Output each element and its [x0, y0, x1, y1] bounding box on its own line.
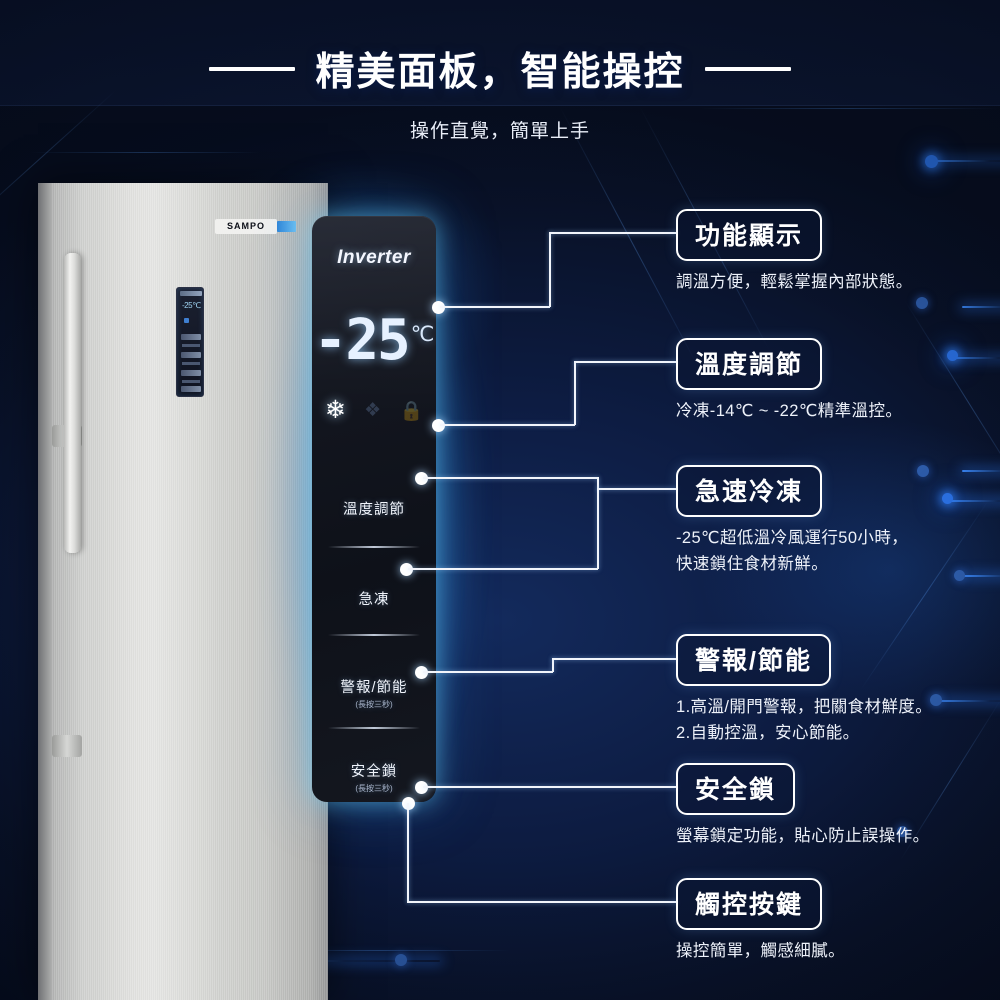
door-panel-key-sub: [182, 362, 200, 365]
connector-dot: [415, 472, 428, 485]
title-rule-right: [704, 67, 791, 72]
connector-segment: [440, 424, 575, 426]
connector-segment: [408, 568, 598, 570]
callout-alarm-eco: 警報/節能 1.高溫/開門警報，把關食材鮮度。 2.自動控溫，安心節能。: [676, 634, 932, 746]
callout-title[interactable]: 安全鎖: [676, 763, 796, 815]
connector-segment: [440, 306, 550, 308]
door-panel-key[interactable]: [181, 386, 201, 392]
door-panel-indicator: [184, 318, 189, 323]
panel-button-label: 溫度調節: [343, 502, 405, 518]
connector-dot: [415, 666, 428, 679]
callout-line: 快速鎖住食材新鮮。: [676, 554, 829, 573]
connector-segment: [597, 489, 599, 569]
fan-icon: ❖: [364, 400, 382, 421]
connector-dot: [400, 563, 413, 576]
callout-description: 調溫方便，輕鬆掌握內部狀態。: [676, 270, 913, 296]
callout-line: 螢幕鎖定功能，貼心防止誤操作。: [676, 827, 930, 845]
door-handle[interactable]: [64, 253, 81, 553]
panel-button-label: 急凍: [358, 592, 390, 608]
callout-quick-freeze: 急速冷凍 -25℃超低溫冷風運行50小時， 快速鎖住食材新鮮。: [676, 465, 908, 577]
brand-logo: SAMPO: [215, 219, 277, 234]
door-panel-temperature: -25℃: [182, 301, 201, 310]
connector-dot: [432, 301, 445, 314]
door-panel-brand-strip: [180, 291, 202, 296]
title-rule-left: [209, 67, 296, 72]
door-control-panel[interactable]: -25℃: [176, 287, 204, 397]
control-panel[interactable]: Inverter -25℃ ❄ ❖ 🔒 溫度調節 急凍 警報/節能 (長按三秒)…: [312, 216, 436, 802]
connector-segment: [407, 901, 677, 903]
connector-segment: [574, 361, 677, 363]
callout-description: -25℃超低溫冷風運行50小時， 快速鎖住食材新鮮。: [676, 526, 908, 577]
panel-button-label: 警報/節能: [340, 680, 408, 696]
callout-line: 操控簡單，觸感細膩。: [676, 942, 845, 960]
door-panel-key-sub: [182, 344, 200, 347]
connector-segment: [423, 671, 553, 673]
page-title: 精美面板，智能操控: [315, 51, 685, 94]
temperature-unit: ℃: [410, 323, 435, 346]
panel-divider: [328, 634, 420, 636]
callout-description: 1.高溫/開門警報，把關食材鮮度。 2.自動控溫，安心節能。: [676, 695, 932, 746]
connector-segment: [552, 658, 554, 672]
panel-button-sublabel: (長按三秒): [355, 784, 393, 793]
panel-button-alarm-eco[interactable]: 警報/節能 (長按三秒): [312, 676, 436, 710]
temperature-display: -25℃: [312, 308, 436, 373]
connector-segment: [549, 232, 677, 234]
connector-dot: [415, 781, 428, 794]
door-panel-key[interactable]: [181, 370, 201, 376]
status-icon-row: ❄ ❖ 🔒: [312, 398, 436, 423]
door-panel-key[interactable]: [181, 352, 201, 358]
callout-description: 螢幕鎖定功能，貼心防止誤操作。: [676, 824, 930, 850]
freezer-body: [38, 183, 328, 1000]
callout-title[interactable]: 觸控按鍵: [676, 878, 823, 930]
callout-title[interactable]: 溫度調節: [676, 338, 823, 390]
callout-safety-lock: 安全鎖 螢幕鎖定功能，貼心防止誤操作。: [676, 763, 930, 850]
lock-icon: 🔒: [399, 400, 424, 422]
callout-touch-buttons: 觸控按鍵 操控簡單，觸感細膩。: [676, 878, 845, 965]
callout-function-display: 功能顯示 調溫方便，輕鬆掌握內部狀態。: [676, 209, 913, 296]
connector-dot: [432, 419, 445, 432]
door-panel-key[interactable]: [181, 334, 201, 340]
connector-segment: [597, 477, 599, 489]
panel-button-sublabel: (長按三秒): [355, 700, 393, 709]
panel-button-safety-lock[interactable]: 安全鎖 (長按三秒): [312, 760, 436, 794]
connector-segment: [549, 232, 551, 307]
handle-bracket-bottom: [52, 735, 82, 757]
callout-description: 冷凍-14℃ ~ -22℃精準溫控。: [676, 399, 902, 425]
connector-segment: [423, 477, 598, 479]
connector-segment: [597, 488, 677, 490]
connector-segment: [407, 803, 409, 902]
callout-line: -25℃超低溫冷風運行50小時，: [676, 529, 909, 547]
connector-segment: [574, 361, 576, 425]
door-panel-key-sub: [182, 380, 200, 383]
callout-line: 冷凍-14℃ ~ -22℃精準溫控。: [676, 402, 903, 420]
inverter-logo: Inverter: [337, 247, 411, 268]
callout-description: 操控簡單，觸感細膩。: [676, 939, 845, 965]
temperature-value: -25: [313, 308, 411, 373]
callout-title[interactable]: 警報/節能: [676, 634, 831, 686]
callout-line: 調溫方便，輕鬆掌握內部狀態。: [676, 273, 913, 291]
callout-temperature-adjust: 溫度調節 冷凍-14℃ ~ -22℃精準溫控。: [676, 338, 902, 425]
page-subtitle: 操作直覺，簡單上手: [409, 121, 590, 142]
callout-line: 1.高溫/開門警報，把關食材鮮度。: [676, 698, 933, 716]
panel-divider: [328, 727, 420, 729]
connector-segment: [552, 658, 677, 660]
panel-button-quickfreeze[interactable]: 急凍: [312, 588, 436, 609]
panel-button-label: 安全鎖: [350, 764, 398, 780]
callout-line: 2.自動控溫，安心節能。: [676, 723, 860, 742]
freezer-left-edge: [38, 183, 52, 1000]
panel-divider: [328, 546, 420, 548]
callout-title[interactable]: 功能顯示: [676, 209, 823, 261]
panel-button-temperature[interactable]: 溫度調節: [312, 498, 436, 519]
snowflake-icon: ❄: [324, 396, 346, 424]
page-title-block: 精美面板，智能操控: [0, 51, 1000, 95]
connector-segment: [423, 786, 677, 788]
callout-title[interactable]: 急速冷凍: [676, 465, 823, 517]
control-panel-sheen: [312, 216, 436, 416]
